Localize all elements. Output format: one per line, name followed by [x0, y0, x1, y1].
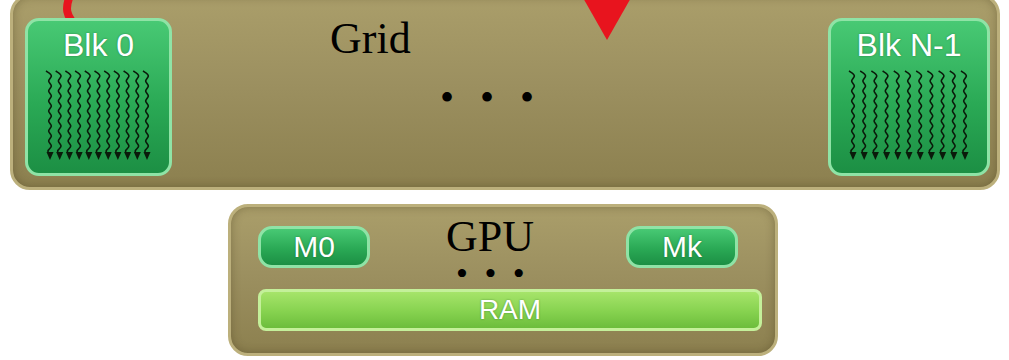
thread-head — [928, 152, 935, 160]
panel-title: Grid — [330, 17, 411, 61]
thread-head — [124, 152, 131, 160]
ellipsis-dots: • • • — [456, 257, 529, 291]
thread-wave — [56, 71, 61, 154]
panel-title: GPU — [446, 215, 534, 259]
thread-wave — [124, 71, 129, 154]
box-label: Mk — [662, 232, 702, 262]
box-label: M0 — [293, 232, 335, 262]
thread-head — [95, 152, 102, 160]
thread-head — [917, 152, 924, 160]
thread-wave — [916, 71, 921, 154]
thread-wave — [883, 71, 888, 154]
thread-head — [894, 152, 901, 160]
launch-arrow-head — [582, 0, 632, 40]
thread-head — [144, 152, 151, 160]
thread-head — [939, 152, 946, 160]
thread-wave — [104, 71, 109, 154]
thread-wave — [65, 71, 70, 154]
thread-head — [105, 152, 112, 160]
thread-wave — [950, 71, 955, 154]
thread-wave — [905, 71, 910, 154]
thread-head — [850, 152, 857, 160]
thread-head — [85, 152, 92, 160]
thread-head — [76, 152, 83, 160]
thread-head — [47, 152, 54, 160]
box-label: Blk 0 — [63, 29, 134, 61]
thread-wave — [894, 71, 899, 154]
thread-wave — [961, 71, 966, 154]
thread-head — [883, 152, 890, 160]
thread-wave — [75, 71, 80, 154]
thread-head — [114, 152, 121, 160]
block-box: Blk 0 — [25, 18, 172, 176]
multiprocessor-box: M0 — [258, 226, 370, 268]
box-label: Blk N-1 — [857, 29, 962, 61]
thread-head — [861, 152, 868, 160]
block-box: Blk N-1 — [828, 18, 990, 176]
thread-head — [950, 152, 957, 160]
thread-wave — [939, 71, 944, 154]
multiprocessor-box: Mk — [626, 226, 738, 268]
thread-wave — [95, 71, 100, 154]
thread-wave — [46, 71, 51, 154]
thread-wave — [133, 71, 138, 154]
thread-head — [66, 152, 73, 160]
ellipsis-dots: • • • — [440, 78, 542, 118]
box-label: RAM — [479, 296, 541, 324]
thread-head — [872, 152, 879, 160]
thread-head — [56, 152, 63, 160]
memory-bar: RAM — [258, 289, 762, 331]
thread-wave — [114, 71, 119, 154]
thread-head — [906, 152, 913, 160]
thread-wave — [849, 71, 854, 154]
thread-wave — [860, 71, 865, 154]
thread-wave — [927, 71, 932, 154]
thread-head — [134, 152, 141, 160]
thread-wave — [143, 71, 148, 154]
thread-wave — [85, 71, 90, 154]
thread-wave — [871, 71, 876, 154]
thread-head — [962, 152, 969, 160]
